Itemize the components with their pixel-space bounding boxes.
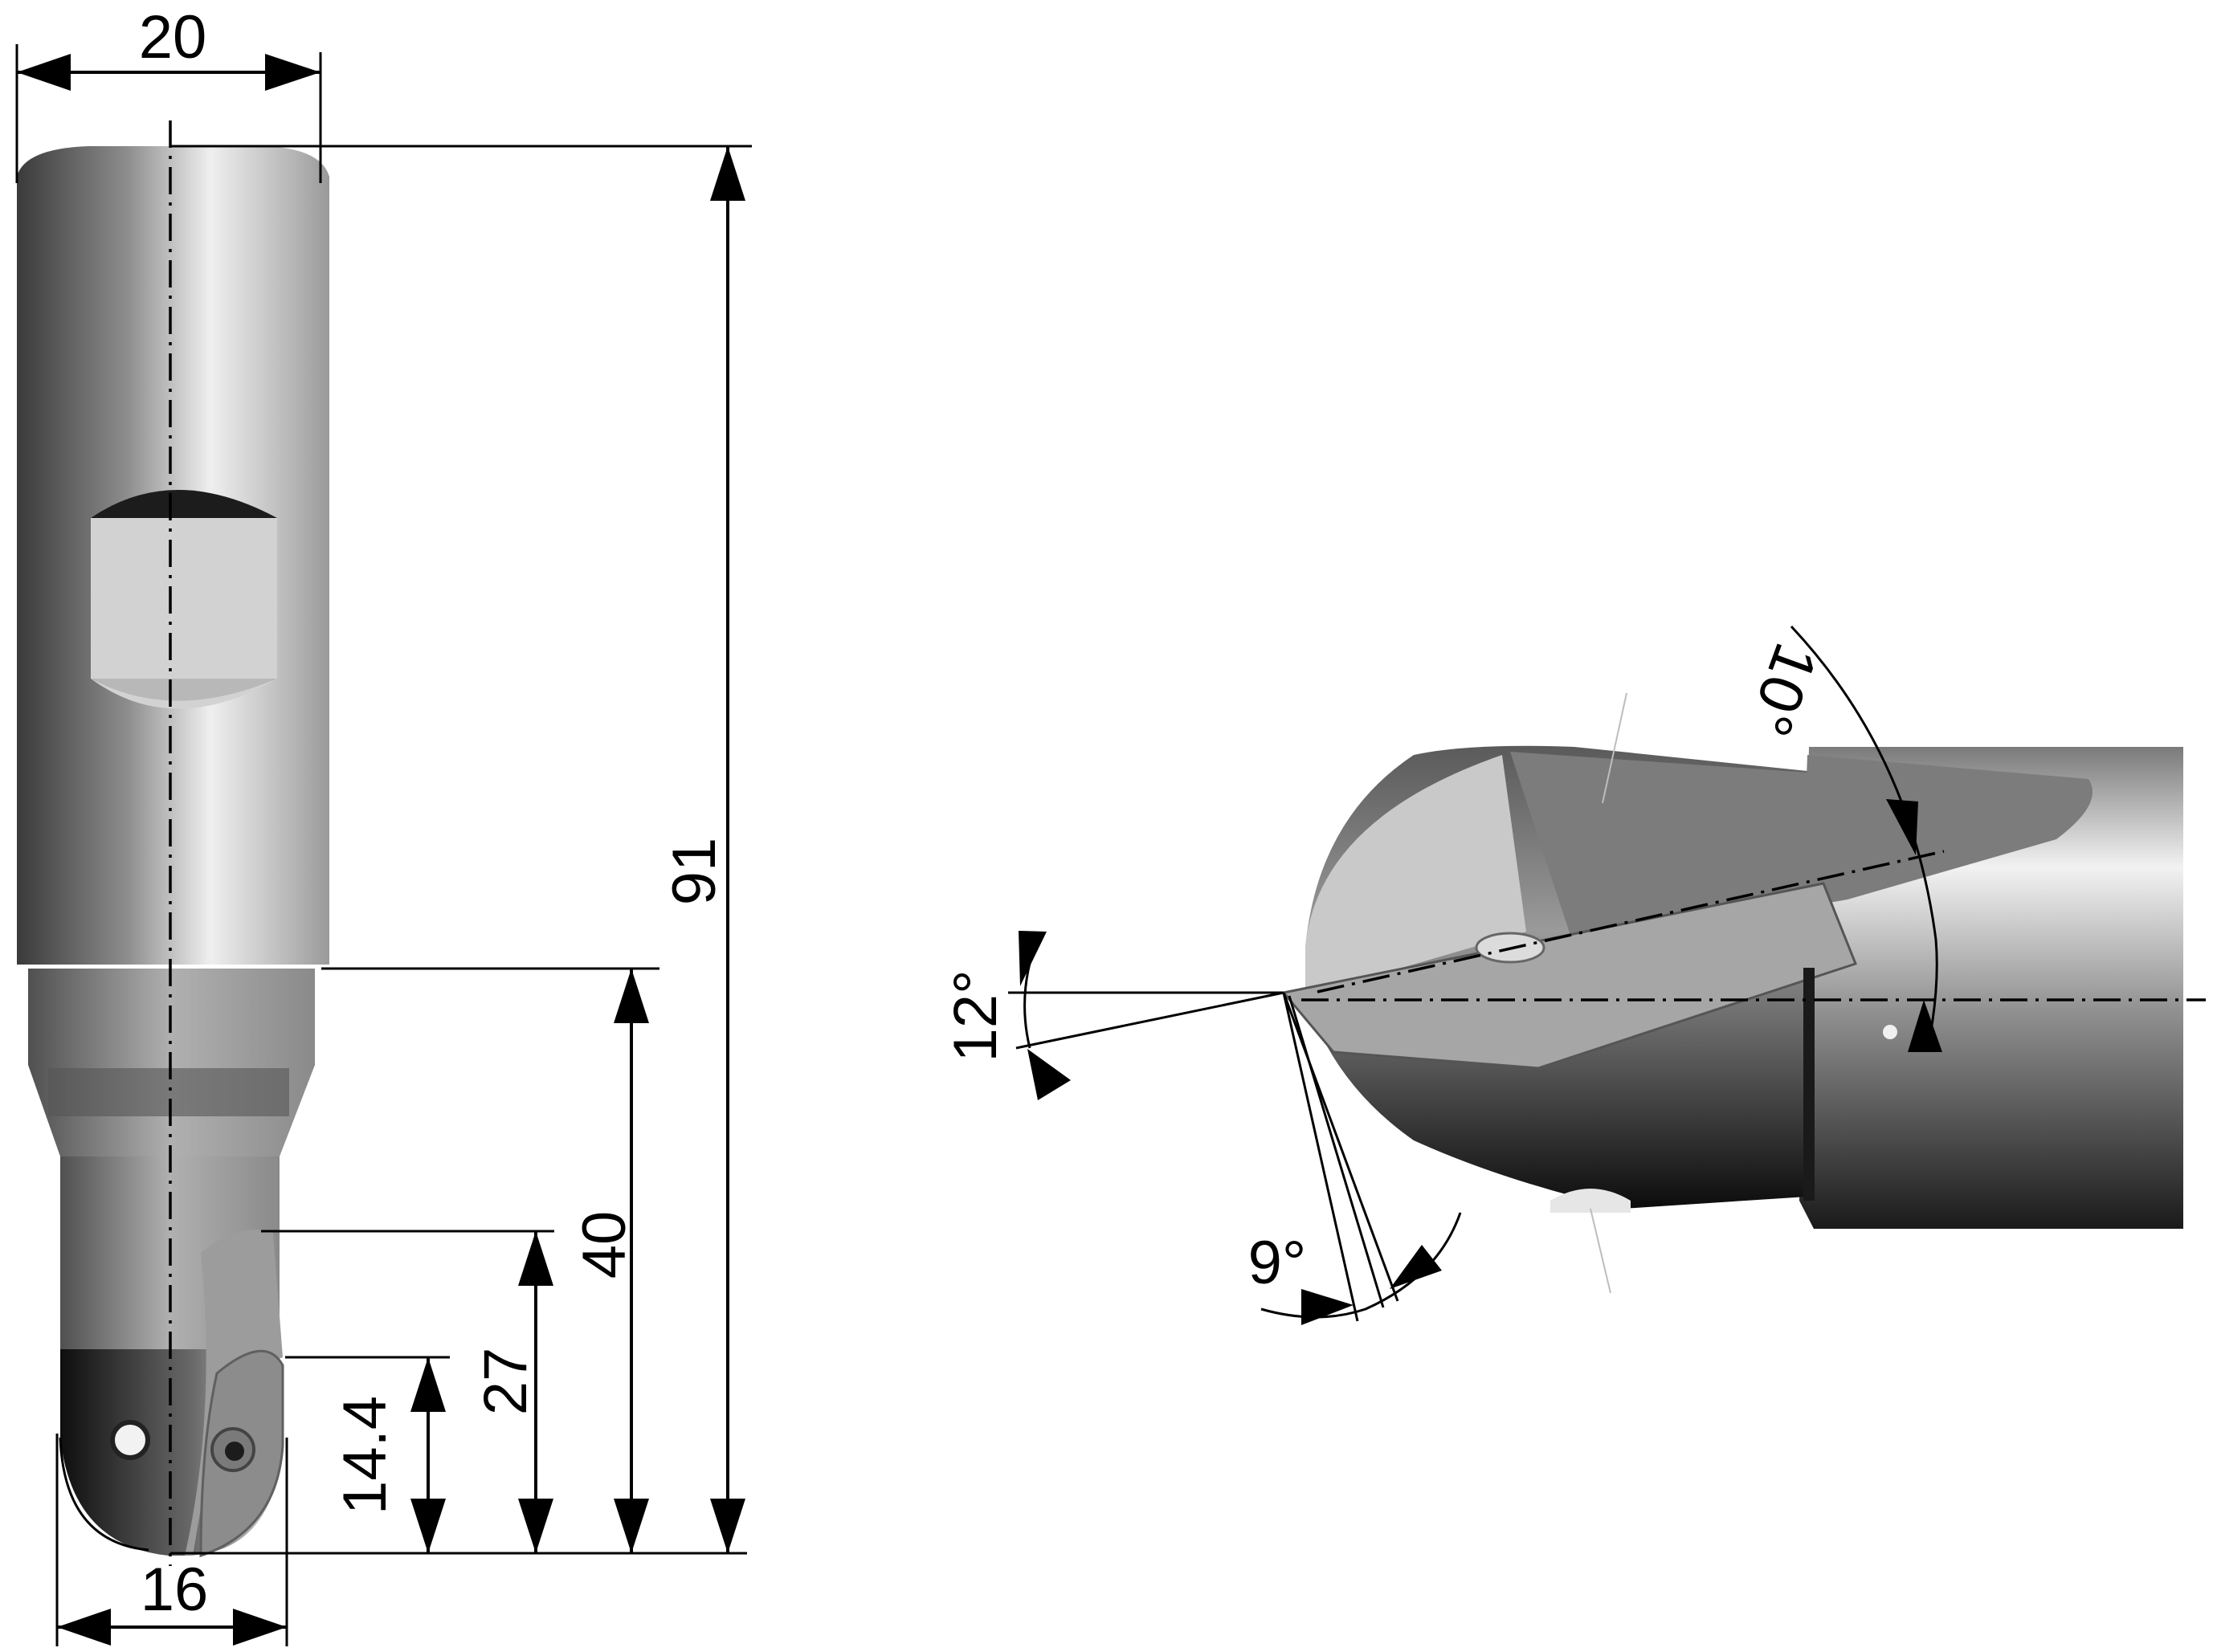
dimension-overall-length: 91 <box>660 146 745 1553</box>
dimension-label-91: 91 <box>660 838 729 906</box>
angle-clearance: 9° <box>1248 992 1462 1325</box>
dimension-neck-length: 40 <box>321 967 659 1553</box>
detail-insert-axis <box>1317 850 1945 993</box>
dimension-head-length: 27 <box>261 1230 554 1553</box>
dimension-label-40: 40 <box>570 1211 639 1279</box>
dimension-label-27: 27 <box>472 1348 540 1416</box>
angle-label-10: 10° <box>1734 634 1830 744</box>
angle-radial-rake: 12° <box>941 931 1284 1100</box>
angle-label-9: 9° <box>1248 1229 1307 1297</box>
screw-hole <box>110 1420 150 1460</box>
tool-shank <box>17 146 329 965</box>
dimension-shank-diameter: 20 <box>15 3 322 183</box>
side-view: 20 91 40 27 <box>15 3 752 1646</box>
dimension-cutting-diameter: 16 <box>55 1434 288 1646</box>
detail-view: 12° 9° 10° <box>941 625 2206 1325</box>
detail-insert <box>1281 882 1857 1070</box>
angle-label-12: 12° <box>941 970 1010 1063</box>
dimension-label-20: 20 <box>139 3 207 71</box>
dimension-label-16: 16 <box>141 1556 209 1624</box>
ball-head <box>59 1229 284 1558</box>
shank-flat <box>91 490 277 709</box>
dimension-insert-height: 14.4 <box>285 1356 450 1553</box>
dimension-label-14-4: 14.4 <box>331 1396 399 1515</box>
